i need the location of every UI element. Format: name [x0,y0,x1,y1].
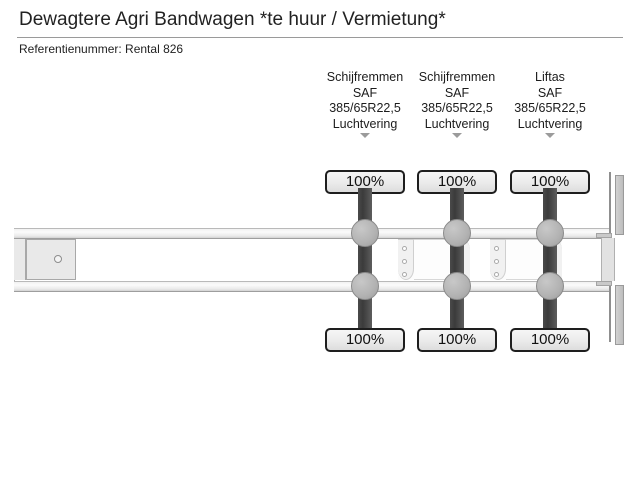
axle-tire-size-1: 385/65R22,5 [329,101,401,115]
chassis-rail-top [14,228,611,239]
tire-bottom-1[interactable] [351,272,379,300]
axle-brake-type-1: Schijfremmen [326,70,404,84]
axle-brand-1: SAF [352,85,378,100]
axle-spec-label-2: Schijfremmen SAF 385/65R22,5 Luchtvering [403,70,511,138]
axle-brake-type-3: Liftas [535,70,565,84]
axle-brand-2: SAF [444,85,470,100]
tread-badge-bottom-3[interactable]: 100% [510,328,590,352]
axle-suspension-3: Luchtvering [517,116,583,131]
axle-spec-label-1: Schijfremmen SAF 385/65R22,5 Luchtvering [311,70,419,138]
axle-suspension-2: Luchtvering [424,116,490,131]
axle-tire-size-3: 385/65R22,5 [514,101,586,115]
rear-crossmember-top [596,233,612,238]
rivet-holes [402,246,410,285]
axle-rod-bottom-3 [543,290,557,336]
axle-brand-3: SAF [537,85,563,100]
axle-rod-bottom-1 [358,290,372,336]
rear-web-plate [601,238,615,281]
kingpin-icon [54,255,62,263]
rear-mudguard-top [615,175,624,235]
chassis-panel-mid [506,239,546,280]
tire-top-2[interactable] [443,219,471,247]
tread-badge-bottom-1[interactable]: 100% [325,328,405,352]
axle-tire-size-2: 385/65R22,5 [421,101,493,115]
tire-bottom-3[interactable] [536,272,564,300]
tire-top-3[interactable] [536,219,564,247]
axle-rod-bottom-2 [450,290,464,336]
tire-bottom-2[interactable] [443,272,471,300]
chevron-down-icon [545,133,555,138]
rear-mudguard-bottom [615,285,624,345]
axle-spec-label-3: Liftas SAF 385/65R22,5 Luchtvering [496,70,604,138]
front-end-plate [14,239,26,280]
tread-badge-bottom-2[interactable]: 100% [417,328,497,352]
rivet-holes [494,246,502,285]
header-divider [17,37,623,38]
rear-crossmember-bottom [596,281,612,286]
axle-suspension-1: Luchtvering [332,116,398,131]
chassis-rail-bottom [14,281,611,292]
page-title: Dewagtere Agri Bandwagen *te huur / Verm… [19,9,446,30]
tire-top-1[interactable] [351,219,379,247]
axle-brake-type-2: Schijfremmen [418,70,496,84]
kingpin-plate [26,239,76,280]
chassis-panel-mid [414,239,454,280]
chevron-down-icon [452,133,462,138]
reference-number: Referentienummer: Rental 826 [19,42,184,56]
chevron-down-icon [360,133,370,138]
